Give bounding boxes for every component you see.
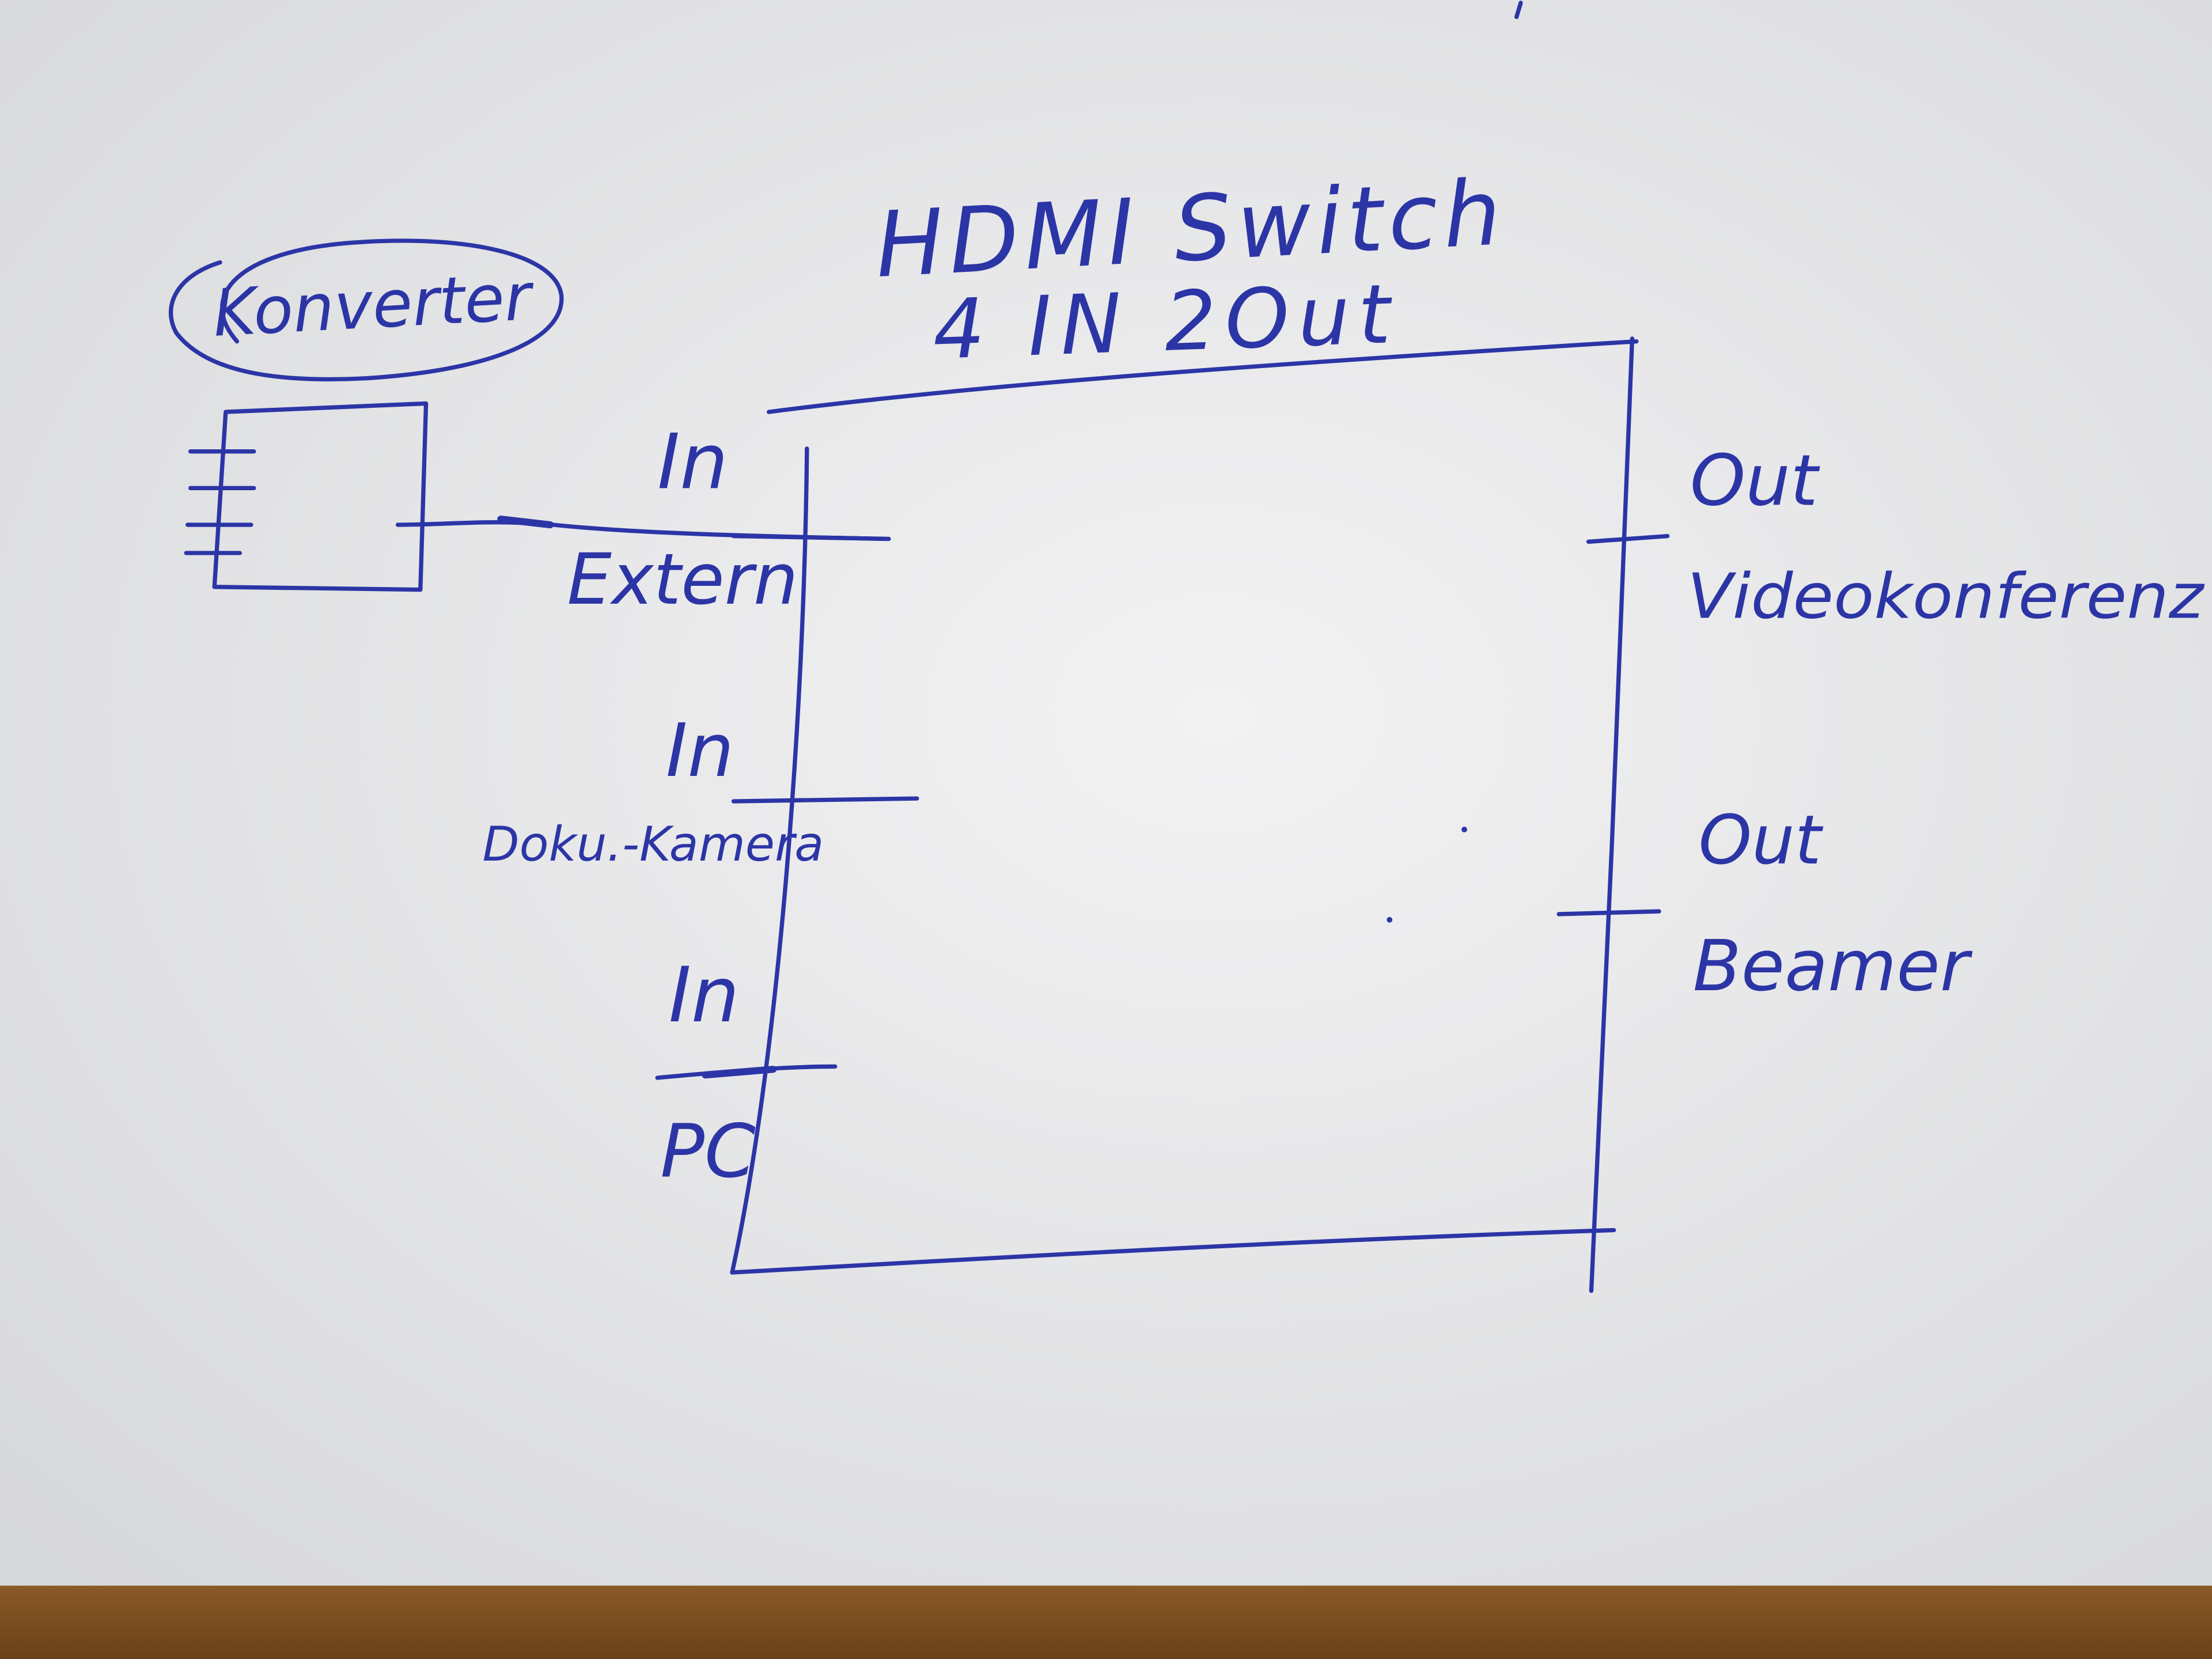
- input-extern-port: In: [657, 418, 728, 506]
- ink-dot: [1461, 827, 1467, 832]
- output-port-videokonferenz: [1586, 533, 1670, 544]
- input-pc-label: PC: [660, 1109, 756, 1194]
- input-pc-port: In: [669, 951, 740, 1040]
- output-beamer-port: Out: [1699, 801, 1824, 880]
- output-videokonferenz-port: Out: [1690, 440, 1820, 522]
- paper-sheet: [0, 0, 2212, 1586]
- input-kamera-port: In: [666, 709, 734, 794]
- input-port-kamera: [731, 796, 919, 804]
- stray-mark: [1514, 1, 1523, 20]
- input-extern-label: Extern: [567, 538, 798, 620]
- switch-subtitle: 4 IN 2Out: [931, 267, 1400, 378]
- table-surface: [0, 1585, 2212, 1659]
- input-kamera-label: Doku.-Kamera: [483, 816, 824, 872]
- hdmi-switch-box: [730, 336, 1639, 1293]
- ink-dot: [1387, 916, 1393, 923]
- output-port-beamer: [1556, 909, 1661, 916]
- converter-label: Konverter: [211, 259, 537, 351]
- output-beamer-label: Beamer: [1693, 925, 1973, 1007]
- input-port-extern: [731, 533, 891, 541]
- converter-device: [169, 238, 564, 592]
- output-videokonferenz-label: Videokonferenz: [1687, 561, 2205, 633]
